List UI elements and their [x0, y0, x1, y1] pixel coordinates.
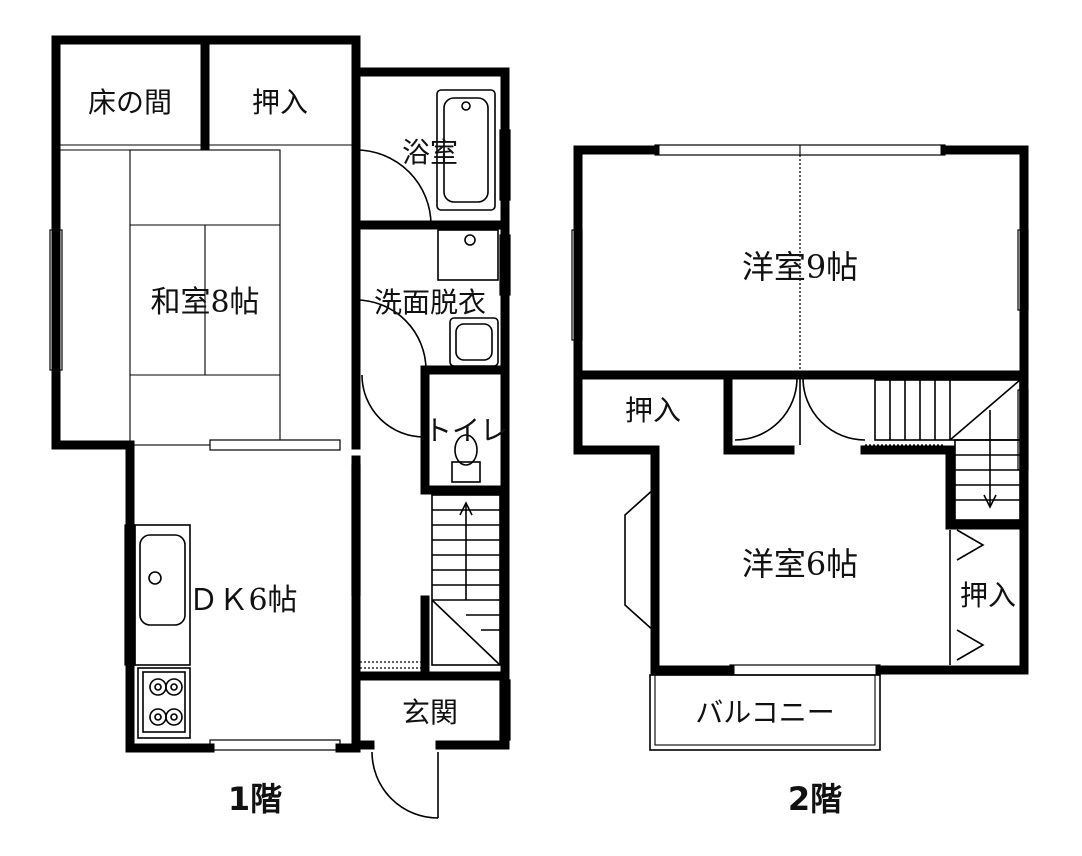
room-label-washitsu: 和室8帖: [150, 285, 259, 320]
room-label-washroom: 洗面脱衣: [374, 286, 486, 319]
floor-label-2f: 2階: [788, 780, 842, 818]
room-label-balcony: バルコニー: [695, 696, 834, 729]
room-label-closet-right: 押入: [960, 579, 1016, 612]
washing-machine-icon: [449, 317, 499, 367]
room-label-western9: 洋室9帖: [742, 248, 858, 286]
room-label-tokonoma: 床の間: [88, 86, 172, 119]
toilet-icon: [451, 434, 481, 483]
staircase-1f: [431, 494, 501, 666]
room-label-bath: 浴室: [402, 136, 458, 169]
room-label-western6: 洋室6帖: [742, 545, 858, 583]
room-label-dk: ＤＫ6帖: [188, 583, 297, 618]
doors-1f: [355, 149, 439, 819]
washbasin-icon: [437, 229, 499, 281]
room-label-closet: 押入: [252, 86, 308, 119]
kitchen-sink-icon: [134, 524, 191, 666]
room-label-entrance: 玄関: [402, 696, 458, 729]
balcony: [649, 674, 881, 751]
bathtub-icon: [436, 89, 496, 211]
doors-2f: [734, 377, 985, 665]
stove-icon: [137, 667, 191, 739]
floor-label-1f: 1階: [228, 780, 282, 818]
room-label-toilet: トイレ: [424, 414, 508, 447]
walls-2f: [573, 145, 1029, 675]
staircase-2f: [874, 379, 1021, 521]
first-floor-plan: 床の間 押入 浴室 和室8帖 洗面脱衣 トイレ ＤＫ6帖 玄関 1階: [49, 35, 511, 819]
room-label-closet-left: 押入: [625, 394, 681, 427]
tatami-layout: [56, 144, 356, 446]
second-floor-plan: 洋室9帖 押入 洋室6帖 押入 バルコニー 2階: [571, 144, 1029, 818]
bay-window: [624, 486, 656, 634]
